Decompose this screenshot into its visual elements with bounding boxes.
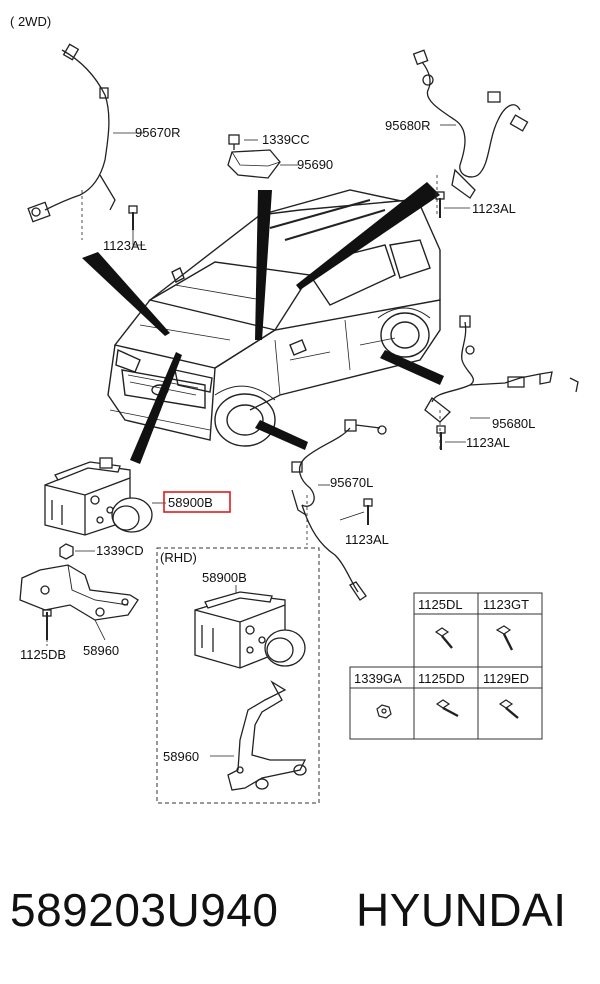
module-95690 <box>227 134 298 179</box>
sensor-front-right <box>291 419 387 601</box>
abs-hydraulic-unit <box>44 457 153 536</box>
rhd-abs-unit <box>194 591 306 669</box>
nut-icon <box>376 704 392 719</box>
footer: 589203U940 HYUNDAI <box>0 878 600 948</box>
rhd-box <box>156 547 320 804</box>
rhd-title: (RHD) <box>160 550 197 565</box>
table-cell-1125dd: 1125DD <box>418 671 465 686</box>
bolt-icon <box>498 699 519 719</box>
nut-1339cd <box>59 543 95 560</box>
label-58960: 58960 <box>83 643 119 658</box>
label-95680r: 95680R <box>385 118 431 133</box>
label-95680l: 95680L <box>492 416 535 431</box>
rhd-bracket <box>210 680 307 791</box>
bolt-icon <box>495 625 514 651</box>
label-1123al-fr: 1123AL <box>345 532 389 547</box>
label-1123al-rr: 1123AL <box>472 201 516 216</box>
table-cell-1123gt: 1123GT <box>483 597 529 612</box>
label-1339cc: 1339CC <box>262 132 310 147</box>
sensor-front-left <box>27 43 145 246</box>
table-cell-1129ed: 1129ED <box>483 671 529 686</box>
part-number: 589203U940 <box>10 884 279 936</box>
sensor-rear-left <box>424 315 579 450</box>
label-1125db: 1125DB <box>20 647 66 662</box>
brand-name: HYUNDAI <box>356 884 567 936</box>
label-58900b: 58900B <box>168 495 213 510</box>
highlight-box <box>163 491 231 513</box>
label-58960-rhd: 58960 <box>163 749 199 764</box>
bracket-58960 <box>19 564 139 648</box>
variant-label: ( 2WD) <box>10 14 51 29</box>
label-58900b-rhd: 58900B <box>202 570 247 585</box>
label-95670r: 95670R <box>135 125 181 140</box>
table-cell-1125dl: 1125DL <box>418 597 463 612</box>
label-1123al-fl: 1123AL <box>103 238 147 253</box>
label-95670l: 95670L <box>330 475 373 490</box>
pointer-wedges <box>82 182 444 464</box>
bolt-icon <box>434 627 453 649</box>
label-1123al-rl: 1123AL <box>466 435 510 450</box>
label-95690: 95690 <box>297 157 333 172</box>
bolt-icon <box>435 699 459 718</box>
sensor-rear-right <box>412 49 529 218</box>
table-cell-1339ga: 1339GA <box>354 671 402 686</box>
parts-table <box>349 592 543 740</box>
label-1339cd: 1339CD <box>96 543 144 558</box>
